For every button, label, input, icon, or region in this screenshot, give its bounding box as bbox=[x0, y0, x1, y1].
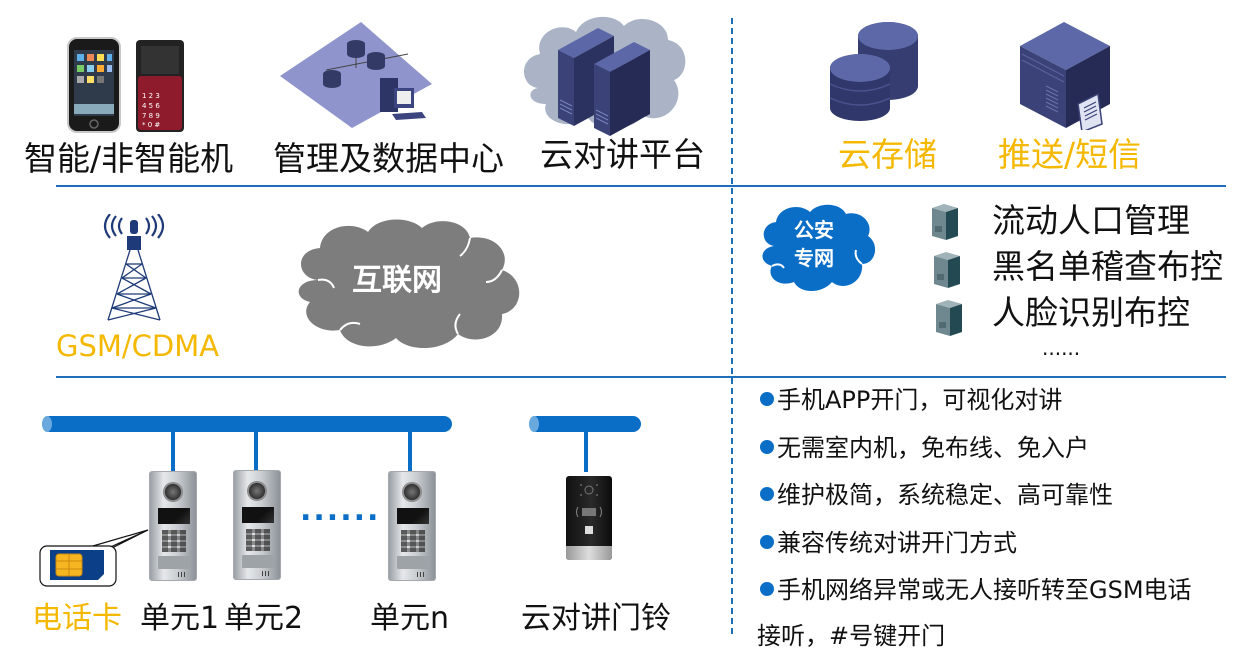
label-cloud-storage: 云存储 bbox=[838, 135, 937, 174]
cell-tower-icon bbox=[100, 213, 168, 322]
label-phones: 智能/非智能机 bbox=[24, 139, 234, 178]
feature-item: 维护极简，系统稳定、高可靠性 bbox=[760, 483, 1113, 507]
label-push-sms: 推送/短信 bbox=[998, 135, 1142, 174]
police-services-ellipsis: ...... bbox=[1042, 336, 1081, 360]
police-service-item: 黑名单稽查布控 bbox=[992, 247, 1223, 286]
units-ellipsis: ...... bbox=[300, 493, 381, 528]
label-sim-card: 电话卡 bbox=[32, 601, 122, 636]
network-bus-doorbell bbox=[529, 416, 641, 432]
divider-middle bbox=[56, 376, 1226, 378]
server-icon bbox=[932, 250, 962, 290]
feature-item: 手机APP开门，可视化对讲 bbox=[760, 388, 1062, 412]
cloud-servers-icon bbox=[518, 8, 692, 138]
label-police-network-line2: 专网 bbox=[794, 246, 834, 270]
cloud-doorbell-device bbox=[566, 476, 612, 560]
bus-connector bbox=[584, 432, 588, 472]
label-unit-n: 单元n bbox=[370, 601, 450, 636]
label-unit-1: 单元1 bbox=[140, 601, 220, 636]
bus-connector bbox=[254, 432, 258, 470]
divider-top bbox=[56, 185, 1226, 187]
bullet-icon bbox=[760, 535, 774, 549]
internet-cloud-icon bbox=[290, 216, 526, 352]
bullet-icon bbox=[760, 582, 774, 596]
server-icon bbox=[930, 202, 960, 242]
label-internet: 互联网 bbox=[352, 263, 442, 298]
label-data-center: 管理及数据中心 bbox=[273, 139, 504, 178]
feature-item: 无需室内机，免布线、免入户 bbox=[760, 436, 1089, 460]
label-cloud-doorbell: 云对讲门铃 bbox=[521, 601, 671, 636]
bullet-icon bbox=[760, 440, 774, 454]
feature-item: 手机网络异常或无人接听转至GSM电话 bbox=[760, 578, 1192, 602]
feature-item: 兼容传统对讲开门方式 bbox=[760, 531, 1017, 555]
divider-vertical bbox=[731, 18, 733, 634]
phones-icon: 1 2 3 4 5 6 7 8 9* 0 # bbox=[66, 36, 186, 136]
police-service-item: 流动人口管理 bbox=[992, 201, 1190, 240]
svg-text:4 5 6: 4 5 6 bbox=[142, 102, 160, 110]
push-server-icon bbox=[1018, 20, 1114, 134]
door-panel-unit-1 bbox=[149, 471, 197, 581]
svg-text:7 8 9: 7 8 9 bbox=[142, 112, 160, 120]
feature-item-continuation: 接听，#号键开门 bbox=[757, 622, 946, 650]
label-unit-2: 单元2 bbox=[224, 601, 304, 636]
server-icon bbox=[934, 298, 964, 338]
database-icon bbox=[828, 20, 924, 122]
police-service-item: 人脸识别布控 bbox=[992, 293, 1190, 332]
bus-connector bbox=[171, 432, 175, 472]
data-center-icon bbox=[276, 18, 436, 130]
bullet-icon bbox=[760, 487, 774, 501]
label-gsm-cdma: GSM/CDMA bbox=[56, 329, 220, 363]
svg-text:1 2 3: 1 2 3 bbox=[142, 92, 160, 100]
network-bus-main bbox=[42, 416, 452, 432]
bullet-icon bbox=[760, 392, 774, 406]
police-network-cloud-icon bbox=[758, 202, 878, 294]
svg-text:* 0 #: * 0 # bbox=[142, 121, 160, 129]
door-panel-unit-n bbox=[388, 471, 436, 581]
bus-connector bbox=[408, 432, 412, 472]
label-cloud-platform: 云对讲平台 bbox=[540, 135, 705, 174]
door-panel-unit-2 bbox=[233, 470, 281, 580]
label-police-network-line1: 公安 bbox=[794, 218, 834, 242]
sim-card-callout bbox=[36, 508, 156, 590]
